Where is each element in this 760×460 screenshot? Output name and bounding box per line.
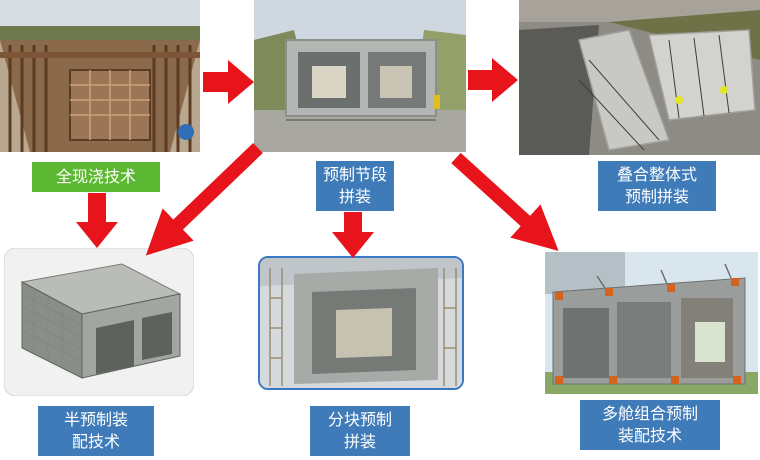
label-precast-segment-line2: 拼装 (338, 187, 371, 206)
label-block-precast-line2: 拼装 (343, 432, 376, 451)
arrow-segment-to-composite (468, 58, 518, 102)
arrow-segment-to-multi (451, 152, 559, 252)
composite-precast-photo (519, 0, 760, 155)
label-composite-precast-line2: 预制拼装 (624, 187, 689, 206)
arrow-segment-down (332, 212, 374, 258)
label-semi-precast-line2: 配技术 (71, 432, 120, 451)
label-semi-precast-line1: 半预制装 (63, 410, 128, 429)
label-composite-precast: 叠合整体式 预制拼装 (598, 161, 716, 211)
semi-precast-model (4, 248, 194, 396)
multi-cabin-model (545, 252, 758, 394)
label-block-precast-line1: 分块预制 (327, 410, 392, 429)
label-precast-segment: 预制节段 拼装 (316, 161, 394, 211)
precast-segment-photo (254, 0, 466, 152)
label-multi-cabin: 多舱组合预制 装配技术 (580, 400, 720, 450)
cast-in-place-photo (0, 0, 200, 152)
label-multi-cabin-line2: 装配技术 (617, 426, 682, 445)
arrow-cast-down (76, 193, 118, 248)
label-composite-precast-line1: 叠合整体式 (616, 165, 697, 184)
label-multi-cabin-line1: 多舱组合预制 (601, 404, 698, 423)
arrow-cast-to-segment (203, 60, 254, 104)
label-semi-precast: 半预制装 配技术 (38, 406, 154, 456)
label-block-precast: 分块预制 拼装 (310, 406, 410, 456)
label-cast-in-place-text: 全现浇技术 (55, 167, 136, 186)
arrow-segment-to-semi (145, 142, 263, 256)
label-precast-segment-line1: 预制节段 (322, 165, 387, 184)
label-cast-in-place: 全现浇技术 (32, 162, 160, 192)
block-precast-photo (258, 256, 464, 390)
